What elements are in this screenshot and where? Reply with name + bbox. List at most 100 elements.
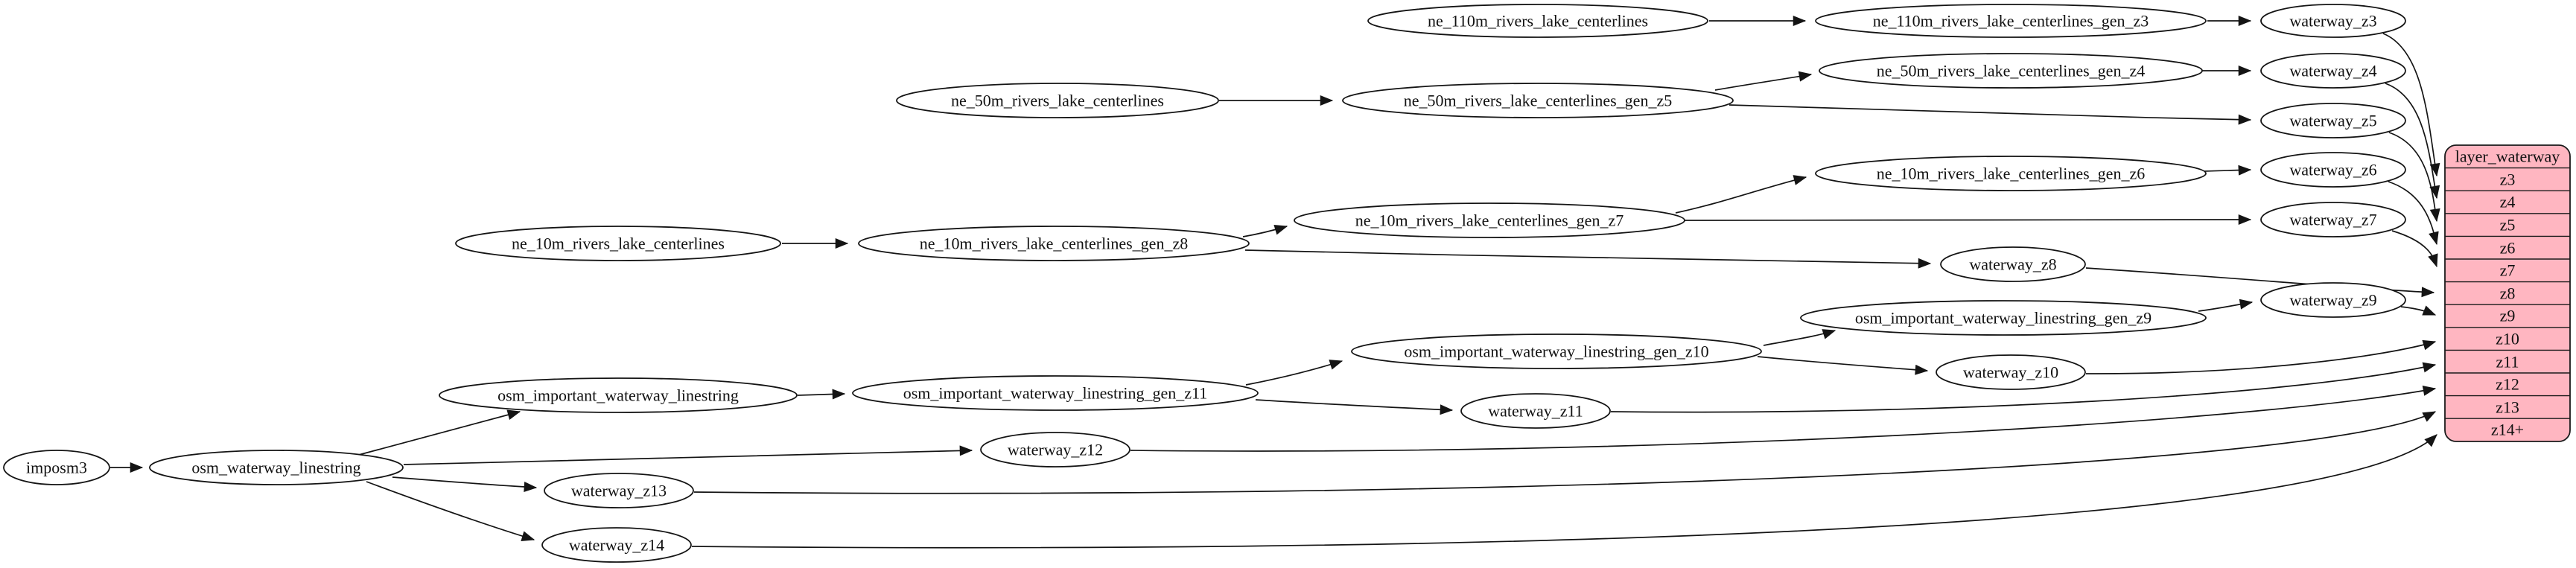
edge-gen_z8-waterway_z8: [1244, 249, 1932, 269]
node-osm-important-waterway-linestring-label: osm_important_waterway_linestring: [497, 386, 739, 405]
node-ne-10m-rivers-lake-centerlines-gen-z6-shape: [1815, 156, 2207, 191]
record-row-z5: z5: [2500, 216, 2516, 234]
node-waterway-z6: waterway_z6: [2260, 152, 2406, 188]
node-waterway-z5-shape: [2260, 103, 2406, 138]
node-osm-important-waterway-linestring: osm_important_waterway_linestring: [439, 377, 798, 413]
edge-gen_z11-waterway_z11: [1255, 399, 1454, 415]
edge-gen_z10-waterway_z10: [1757, 356, 1929, 375]
node-ne-10m-rivers-lake-centerlines-gen-z6: ne_10m_rivers_lake_centerlines_gen_z6: [1815, 156, 2207, 191]
node-imposm3-shape: [3, 450, 110, 485]
node-ne-10m-rivers-lake-centerlines-gen-z8: ne_10m_rivers_lake_centerlines_gen_z8: [858, 226, 1250, 261]
node-ne-110m-rivers-lake-centerlines-label: ne_110m_rivers_lake_centerlines: [1428, 12, 1648, 31]
node-ne-10m-rivers-lake-centerlines-gen-z6-label: ne_10m_rivers_lake_centerlines_gen_z6: [1877, 165, 2145, 183]
node-ne-110m-rivers-lake-centerlines-shape: [1367, 4, 1708, 38]
node-waterway-z13-label: waterway_z13: [571, 482, 667, 500]
node-waterway-z13-shape: [544, 473, 694, 508]
edge-gen_z10-gen_z9: [1763, 329, 1836, 346]
record-row-z9: z9: [2500, 307, 2516, 325]
node-waterway-z4: waterway_z4: [2260, 53, 2406, 89]
record-row-z7: z7: [2500, 261, 2516, 280]
node-waterway-z11-label: waterway_z11: [1488, 402, 1583, 421]
node-ne-110m-rivers-lake-centerlines-gen-z3-label: ne_110m_rivers_lake_centerlines_gen_z3: [1873, 12, 2149, 31]
node-waterway-z13: waterway_z13: [544, 473, 694, 508]
node-waterway-z3-shape: [2260, 4, 2406, 38]
node-waterway-z8-shape: [1940, 246, 2086, 282]
layer-waterway-record-shape: [2444, 144, 2571, 442]
node-ne-10m-rivers-lake-centerlines-shape: [455, 226, 781, 261]
node-osm-important-waterway-linestring-gen-z10-shape: [1351, 334, 1762, 369]
node-ne-50m-rivers-lake-centerlines-gen-z5-label: ne_50m_rivers_lake_centerlines_gen_z5: [1404, 92, 1672, 110]
node-ne-50m-rivers-lake-centerlines: ne_50m_rivers_lake_centerlines: [896, 83, 1219, 118]
node-osm-important-waterway-linestring-gen-z11-label: osm_important_waterway_linestring_gen_z1…: [903, 384, 1208, 403]
node-ne-110m-rivers-lake-centerlines-gen-z3: ne_110m_rivers_lake_centerlines_gen_z3: [1815, 4, 2207, 38]
edge-gen_z8-gen_z7: [1242, 224, 1288, 237]
node-ne-50m-rivers-lake-centerlines-gen-z4: ne_50m_rivers_lake_centerlines_gen_z4: [1819, 53, 2203, 89]
node-waterway-z9-label: waterway_z9: [2289, 291, 2376, 310]
record-row-z11: z11: [2496, 353, 2519, 371]
record-row-z6: z6: [2500, 239, 2516, 258]
edge-waterway_z14-record_z14: [691, 434, 2437, 549]
node-ne-110m-rivers-lake-centerlines-gen-z3-shape: [1815, 4, 2207, 38]
edge-waterway_z3-record_z3: [2382, 33, 2440, 177]
edge-waterway_z8-record_z8: [2085, 267, 2435, 298]
node-osm-important-waterway-linestring-gen-z11: osm_important_waterway_linestring_gen_z1…: [852, 375, 1259, 411]
node-waterway-z12-label: waterway_z12: [1008, 441, 1103, 459]
node-ne-50m-rivers-lake-centerlines-label: ne_50m_rivers_lake_centerlines: [951, 92, 1164, 110]
edge-osm_waterway_linestring-osm_important_waterway_linestring: [355, 409, 521, 456]
node-waterway-z7: waterway_z7: [2260, 202, 2406, 237]
node-ne-10m-rivers-lake-centerlines-gen-z7: ne_10m_rivers_lake_centerlines_gen_z7: [1294, 202, 1685, 238]
node-waterway-z10-label: waterway_z10: [1963, 363, 2058, 382]
node-waterway-z10-shape: [1936, 354, 2086, 390]
edge-osm_waterway_linestring-waterway_z13: [392, 476, 538, 492]
node-imposm3: imposm3: [3, 450, 110, 485]
node-ne-10m-rivers-lake-centerlines-gen-z7-shape: [1294, 202, 1685, 238]
record-row-z8: z8: [2500, 284, 2516, 303]
edge-waterway_z13-record_z13: [693, 411, 2437, 494]
node-waterway-z14: waterway_z14: [541, 527, 692, 563]
node-layer-waterway-record: layer_waterway z3 z4 z5 z6 z7 z8 z9 z10 …: [2444, 144, 2571, 442]
record-row-z3: z3: [2500, 170, 2516, 189]
edge-gen_z5-waterway_z5: [1729, 104, 2252, 125]
record-row-z12: z12: [2496, 375, 2519, 394]
node-ne-50m-rivers-lake-centerlines-gen-z5: ne_50m_rivers_lake_centerlines_gen_z5: [1342, 83, 1734, 118]
node-waterway-z4-shape: [2260, 53, 2406, 89]
node-osm-waterway-linestring-label: osm_waterway_linestring: [191, 459, 360, 477]
node-ne-110m-rivers-lake-centerlines: ne_110m_rivers_lake_centerlines: [1367, 4, 1708, 38]
node-osm-important-waterway-linestring-gen-z9-shape: [1800, 300, 2207, 336]
node-waterway-z9-shape: [2260, 282, 2406, 318]
node-waterway-z5-label: waterway_z5: [2289, 112, 2376, 130]
node-ne-10m-rivers-lake-centerlines-label: ne_10m_rivers_lake_centerlines: [512, 234, 725, 253]
edge-osm_waterway_linestring-waterway_z14: [366, 481, 535, 541]
edge-osm_important_waterway_linestring-gen_z11: [797, 389, 846, 400]
node-ne-10m-rivers-lake-centerlines-gen-z8-shape: [858, 226, 1250, 261]
edge-osm_waterway_linestring-waterway_z12: [403, 445, 973, 465]
node-waterway-z8-label: waterway_z8: [1969, 255, 2056, 274]
node-waterway-z3: waterway_z3: [2260, 4, 2406, 38]
node-osm-important-waterway-linestring-gen-z10-label: osm_important_waterway_linestring_gen_z1…: [1404, 342, 1708, 361]
node-osm-important-waterway-linestring-gen-z9: osm_important_waterway_linestring_gen_z9: [1800, 300, 2207, 336]
node-ne-50m-rivers-lake-centerlines-shape: [896, 83, 1219, 118]
node-waterway-z14-shape: [541, 527, 692, 563]
node-ne-50m-rivers-lake-centerlines-gen-z4-label: ne_50m_rivers_lake_centerlines_gen_z4: [1877, 62, 2145, 80]
edge-waterway_z9-record_z9: [2400, 305, 2437, 316]
edge-waterway_z6-record_z6: [2388, 181, 2439, 246]
node-waterway-z6-label: waterway_z6: [2289, 161, 2376, 179]
node-ne-50m-rivers-lake-centerlines-gen-z5-shape: [1342, 83, 1734, 118]
edge-waterway_z4-record_z4: [2385, 83, 2440, 200]
node-waterway-z9: waterway_z9: [2260, 282, 2406, 318]
node-waterway-z12-shape: [980, 432, 1130, 468]
edge-waterway_z12-record_z12: [1130, 386, 2437, 452]
node-osm-important-waterway-linestring-gen-z11-shape: [852, 375, 1259, 411]
node-osm-waterway-linestring-shape: [149, 450, 404, 485]
node-ne-10m-rivers-lake-centerlines-gen-z7-label: ne_10m_rivers_lake_centerlines_gen_z7: [1355, 211, 1623, 230]
node-osm-important-waterway-linestring-gen-z10: osm_important_waterway_linestring_gen_z1…: [1351, 334, 1762, 369]
edge-gen_z6-waterway_z6: [2204, 165, 2252, 176]
node-osm-waterway-linestring: osm_waterway_linestring: [149, 450, 404, 485]
node-ne-10m-rivers-lake-centerlines-gen-z8-label: ne_10m_rivers_lake_centerlines_gen_z8: [920, 234, 1188, 253]
node-waterway-z11-shape: [1460, 393, 1611, 429]
node-ne-50m-rivers-lake-centerlines-gen-z4-shape: [1819, 53, 2203, 89]
record-row-z4: z4: [2500, 193, 2516, 211]
node-waterway-z5: waterway_z5: [2260, 103, 2406, 138]
node-waterway-z7-shape: [2260, 202, 2406, 237]
